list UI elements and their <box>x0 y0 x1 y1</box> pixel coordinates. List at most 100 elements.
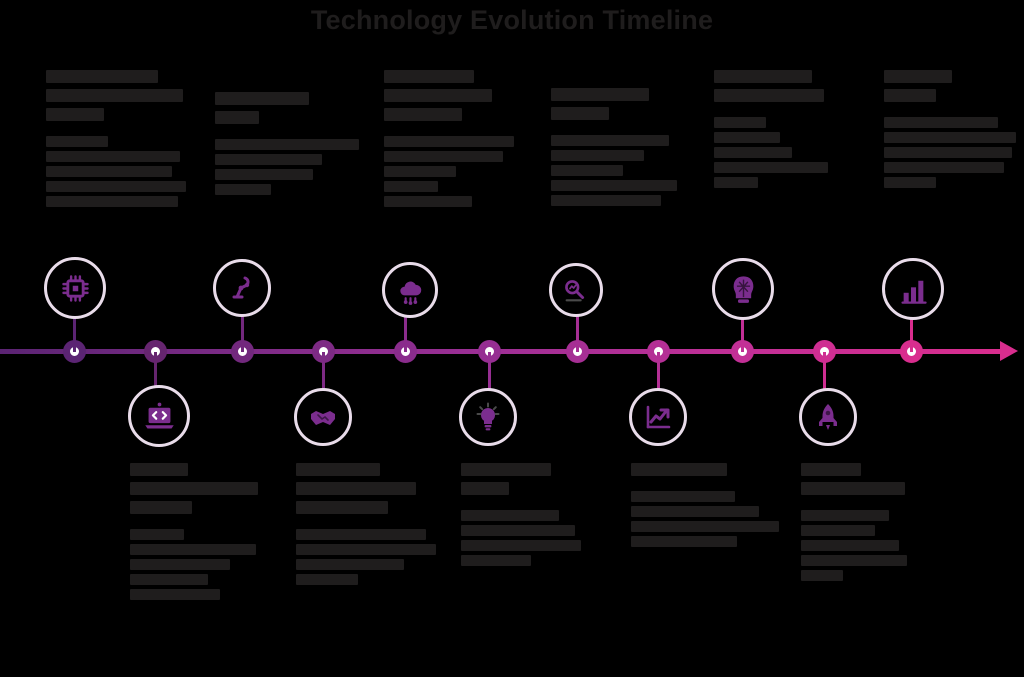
text-line <box>631 463 727 476</box>
text-line <box>714 162 828 173</box>
text-spacer <box>130 520 268 529</box>
handshake-icon[interactable] <box>294 388 352 446</box>
text-line <box>384 196 472 207</box>
text-line <box>884 162 1004 173</box>
timeline-stem-milestone-b5 <box>822 352 826 392</box>
text-line <box>46 166 172 177</box>
text-line <box>461 555 531 566</box>
text-line <box>551 107 609 120</box>
text-line <box>461 482 509 495</box>
text-line <box>46 89 183 102</box>
text-spacer <box>46 127 191 136</box>
text-line <box>384 108 462 121</box>
text-line <box>631 536 737 547</box>
milestone-b3-description <box>461 463 601 570</box>
milestone-b5-description <box>801 463 913 585</box>
robotic-arm-icon[interactable] <box>213 259 271 317</box>
text-line <box>296 544 436 555</box>
text-line <box>130 544 256 555</box>
text-line <box>46 151 180 162</box>
text-line <box>801 570 843 581</box>
text-line <box>551 195 661 206</box>
text-line <box>215 111 259 124</box>
rocket-launch-icon[interactable] <box>799 388 857 446</box>
text-line <box>130 463 188 476</box>
text-line <box>215 92 309 105</box>
timeline-stem-milestone-b2 <box>321 352 325 392</box>
timeline-stem-milestone-b4 <box>656 352 660 392</box>
timeline-stem-milestone-b3 <box>487 352 491 392</box>
text-line <box>296 501 388 514</box>
text-line <box>215 154 322 165</box>
text-line <box>801 525 875 536</box>
text-line <box>801 463 861 476</box>
text-line <box>884 70 952 83</box>
text-line <box>46 136 108 147</box>
text-line <box>130 482 258 495</box>
text-line <box>384 181 438 192</box>
data-analysis-icon[interactable] <box>549 263 603 317</box>
text-line <box>801 482 905 495</box>
milestone-5-description <box>714 70 846 192</box>
text-line <box>461 510 559 521</box>
milestone-1-description <box>46 70 191 211</box>
text-line <box>130 559 230 570</box>
text-line <box>384 151 503 162</box>
text-line <box>631 521 779 532</box>
cloud-network-icon[interactable] <box>382 262 438 318</box>
neural-network-icon[interactable] <box>712 258 774 320</box>
text-line <box>884 147 1012 158</box>
text-line <box>551 150 644 161</box>
text-line <box>296 559 404 570</box>
text-line <box>714 147 792 158</box>
text-line <box>714 89 824 102</box>
text-line <box>384 166 456 177</box>
text-spacer <box>215 130 363 139</box>
milestone-6-description <box>884 70 1018 192</box>
text-line <box>296 463 380 476</box>
milestone-b1-description <box>130 463 268 604</box>
text-line <box>384 136 514 147</box>
text-spacer <box>801 501 913 510</box>
text-line <box>801 540 899 551</box>
text-line <box>46 70 158 83</box>
text-line <box>384 70 474 83</box>
text-line <box>551 88 649 101</box>
timeline-stem-milestone-3 <box>403 314 407 352</box>
text-spacer <box>551 126 683 135</box>
timeline-stem-milestone-1 <box>72 315 76 352</box>
milestone-b4-description <box>631 463 781 551</box>
text-line <box>631 506 759 517</box>
text-spacer <box>884 108 1018 117</box>
timeline-axis <box>0 349 1003 354</box>
text-spacer <box>461 501 601 510</box>
cpu-chip-icon[interactable] <box>44 257 106 319</box>
text-line <box>130 501 192 514</box>
text-line <box>215 139 359 150</box>
text-line <box>46 196 178 207</box>
text-line <box>130 574 208 585</box>
text-line <box>884 132 1016 143</box>
text-line <box>714 132 780 143</box>
text-line <box>714 70 812 83</box>
text-spacer <box>714 108 846 117</box>
timeline-stem-milestone-b1 <box>153 352 157 389</box>
text-line <box>296 574 358 585</box>
text-line <box>130 529 184 540</box>
trend-arrow-icon[interactable] <box>629 388 687 446</box>
timeline-stem-milestone-5 <box>740 316 744 352</box>
text-line <box>215 169 313 180</box>
text-line <box>384 89 492 102</box>
lightbulb-icon[interactable] <box>459 388 517 446</box>
timeline-stem-milestone-6 <box>909 316 913 352</box>
milestone-b2-description <box>296 463 438 589</box>
text-line <box>884 89 936 102</box>
laptop-code-icon[interactable] <box>128 385 190 447</box>
milestone-4-description <box>551 88 683 210</box>
bar-chart-icon[interactable] <box>882 258 944 320</box>
text-line <box>884 117 998 128</box>
text-line <box>46 108 104 121</box>
milestone-2-description <box>215 92 363 199</box>
text-line <box>551 165 623 176</box>
